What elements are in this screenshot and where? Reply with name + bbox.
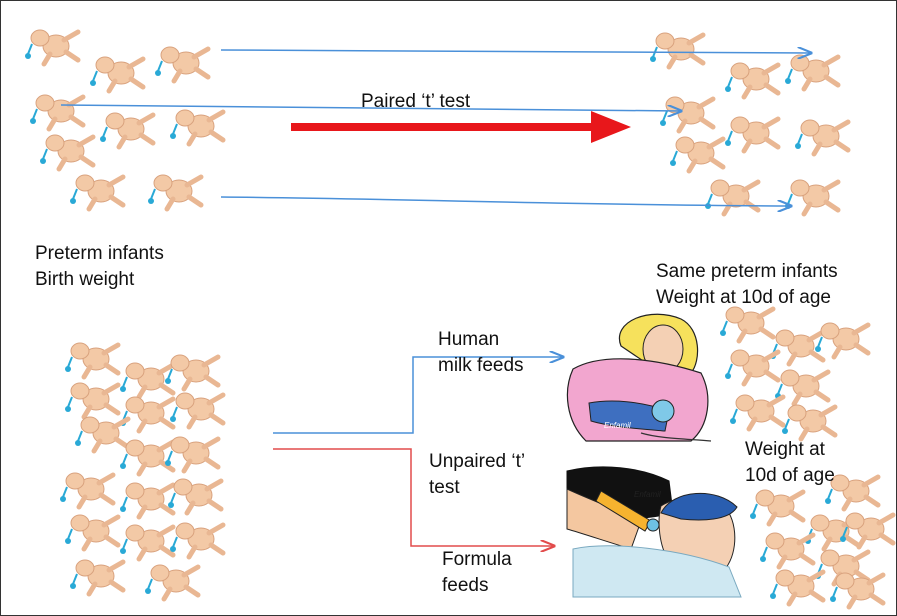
preterm-label-line2: Birth weight (35, 267, 134, 293)
breastfeeding-mother-icon (567, 314, 711, 441)
infant-icon (170, 523, 223, 557)
infant-icon (730, 395, 783, 429)
infant-icon (65, 383, 118, 417)
unpaired-test-label-line1: Unpaired ‘t’ (429, 449, 525, 475)
infant-icon (25, 30, 78, 64)
weight-label-line1: Weight at (745, 437, 825, 463)
infant-icon (770, 570, 823, 604)
paired-arrow-bottom (221, 197, 791, 206)
bottle-feeding-icon (567, 467, 741, 597)
infant-icon (120, 397, 173, 431)
infant-icon (725, 350, 778, 384)
infant-icon (720, 307, 773, 341)
infant-icon (65, 515, 118, 549)
infant-icon (120, 525, 173, 559)
infant-icon (705, 180, 758, 214)
infant-icon (30, 95, 83, 129)
infant-icon (660, 97, 713, 131)
infant-icon (782, 405, 835, 439)
infant-icon (725, 117, 778, 151)
infant-icon (770, 330, 823, 364)
infant-icon (75, 417, 128, 451)
infant-icon (725, 63, 778, 97)
infant-icon (785, 55, 838, 89)
infant-cluster-birth (25, 30, 223, 209)
infant-icon (148, 175, 201, 209)
infant-icon (70, 175, 123, 209)
infant-icon (815, 323, 868, 357)
infant-icon (145, 565, 198, 599)
paired-test-label: Paired ‘t’ test (361, 89, 470, 115)
infant-cluster-day10 (650, 33, 848, 214)
infant-icon (155, 47, 208, 81)
infant-icon (670, 137, 723, 171)
infant-icon (650, 33, 703, 67)
infant-icon (170, 393, 223, 427)
same-infants-label-line1: Same preterm infants (656, 259, 838, 285)
infant-icon (830, 573, 883, 607)
infant-icon (60, 473, 113, 507)
same-infants-label-line2: Weight at 10d of age (656, 285, 831, 311)
infant-icon (165, 437, 218, 471)
infant-icon (120, 483, 173, 517)
infant-icon (170, 110, 223, 144)
human-milk-label-line2: milk feeds (438, 353, 524, 379)
infant-icon (795, 120, 848, 154)
infant-icon (165, 355, 218, 389)
formula-label-line2: feeds (442, 573, 488, 599)
infant-icon (120, 440, 173, 474)
formula-label-line1: Formula (442, 547, 512, 573)
unpaired-test-label-line2: test (429, 475, 460, 501)
infant-icon (40, 135, 93, 169)
infant-icon (750, 490, 803, 524)
paired-arrow-top (221, 50, 811, 53)
infant-icon (70, 560, 123, 594)
infant-icon (785, 180, 838, 214)
formula-bottle-text: Enfamil (634, 490, 661, 499)
infant-icon (120, 363, 173, 397)
human-milk-label-line1: Human (438, 327, 499, 353)
human-doll-text: Enfamil (604, 421, 631, 430)
preterm-label-line1: Preterm infants (35, 241, 164, 267)
infant-cluster-groups (60, 343, 223, 599)
infant-icon (760, 533, 813, 567)
infant-icon (168, 479, 221, 513)
infant-icon (100, 113, 153, 147)
weight-label-line2: 10d of age (745, 463, 835, 489)
paired-test-arrow (291, 111, 631, 143)
infant-icon (90, 57, 143, 91)
infant-icon (65, 343, 118, 377)
